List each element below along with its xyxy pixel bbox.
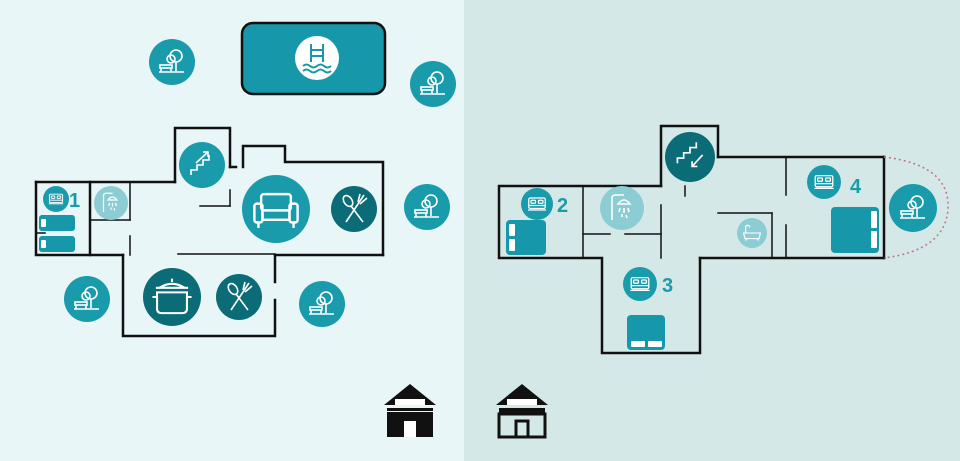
garden-circle <box>299 281 345 327</box>
ground-floor-walls <box>34 126 385 338</box>
bedroom-1: 1 <box>39 186 80 252</box>
garden-circle <box>64 276 110 322</box>
bedroom-2: 2 <box>506 188 568 255</box>
bedroom-3: 3 <box>623 267 673 350</box>
kitchen-circle <box>143 268 201 326</box>
garden-circle <box>149 39 195 85</box>
shower-circle <box>600 186 644 230</box>
terrace-outline <box>883 156 949 259</box>
bed-shape <box>831 207 879 253</box>
bed-shape <box>39 236 75 252</box>
stairs-down-circle <box>665 132 715 182</box>
house-upper-floor-icon <box>496 384 548 439</box>
garden-circle <box>410 61 456 107</box>
bedroom-number: 3 <box>662 275 673 297</box>
bedroom-number: 4 <box>850 176 862 198</box>
living-room-circle <box>242 175 310 243</box>
garden-circle <box>404 184 450 230</box>
bedroom-number: 1 <box>69 190 80 212</box>
bedroom-number: 2 <box>557 195 568 217</box>
shower-circle <box>94 186 128 220</box>
bed-shape <box>506 220 546 255</box>
pool <box>240 21 387 96</box>
terrace-circle <box>889 184 937 232</box>
bed-shape <box>39 215 75 231</box>
bedroom-4: 4 <box>807 165 879 253</box>
upper-floor-walls <box>497 124 886 355</box>
garden-markers <box>64 39 456 327</box>
ground-floor-panel <box>0 0 464 461</box>
house-ground-floor-icon <box>384 384 436 437</box>
